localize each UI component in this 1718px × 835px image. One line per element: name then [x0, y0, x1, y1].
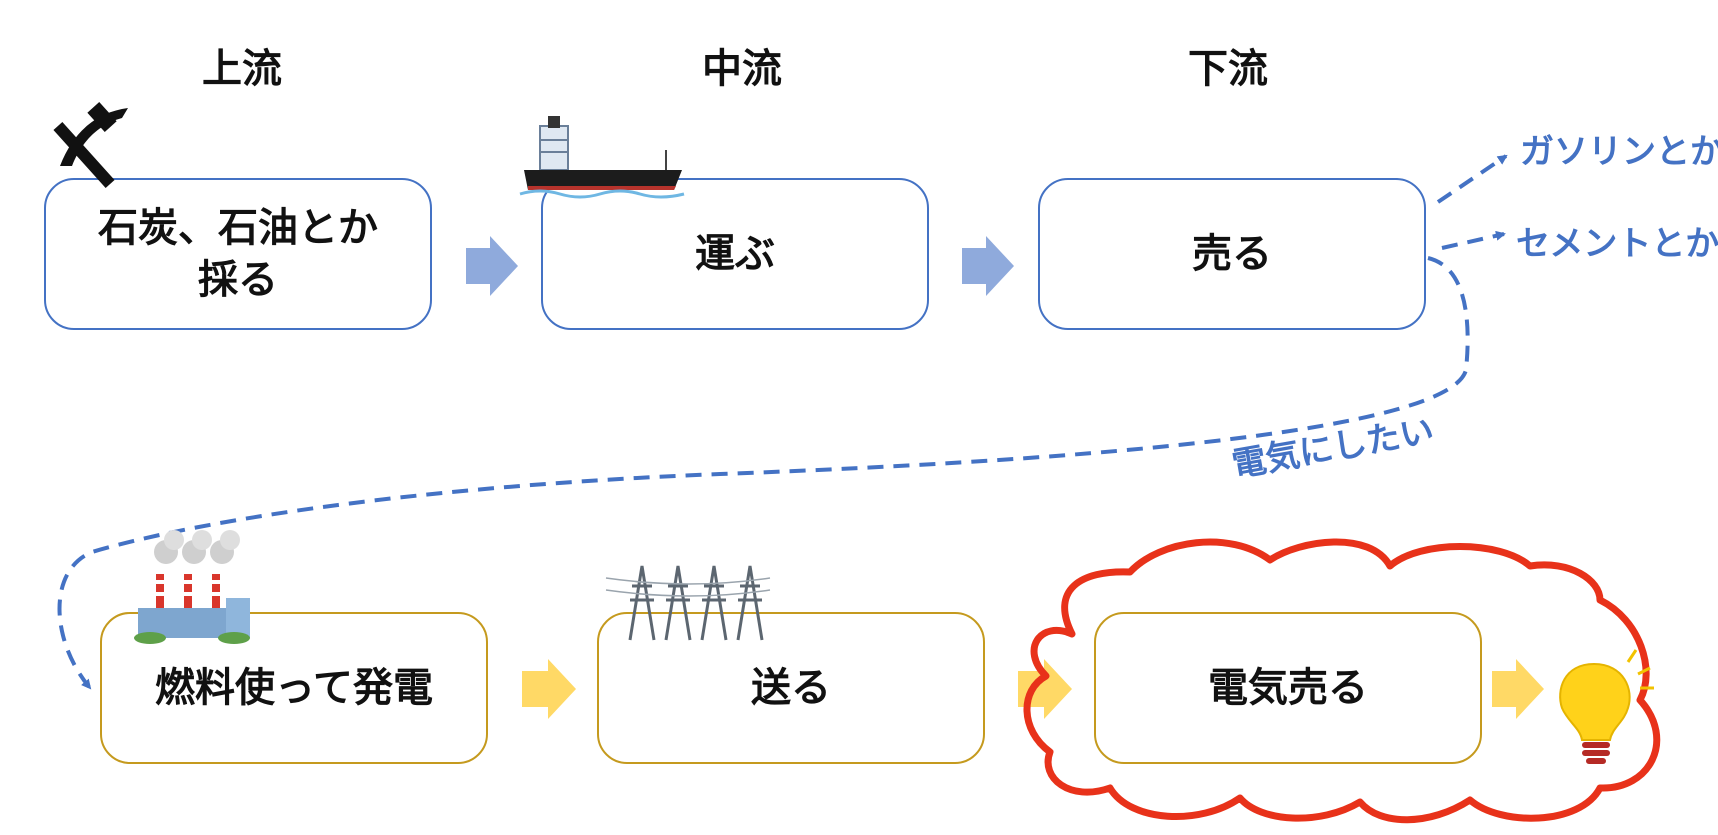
stage-label-downstream: 下流 — [1188, 46, 1268, 92]
mine-text-line1: 石炭、石油とか — [98, 205, 378, 251]
sell-power-box: 電気売る — [1094, 612, 1482, 764]
generate-box: 燃料使って発電 — [100, 612, 488, 764]
send-text: 送る — [751, 665, 831, 711]
sell-text: 売る — [1192, 231, 1272, 277]
tanker-ship-icon — [519, 116, 685, 199]
sell-box: 売る — [1038, 178, 1426, 330]
pickaxe-icon — [53, 101, 128, 188]
flow-arrow-mine-to-transport — [466, 236, 518, 296]
cement-label: セメントとか — [1516, 224, 1718, 264]
transport-box: 運ぶ — [541, 178, 929, 330]
dashed-arrow-electricity — [57, 256, 1470, 690]
gasoline-label: ガソリンとか — [1520, 132, 1718, 172]
flow-arrow-transport-to-sell — [962, 236, 1014, 296]
flow-arrow-sell-power-to-bulb — [1492, 659, 1544, 719]
dashed-arrow-gasoline — [1436, 154, 1508, 204]
transmission-towers-icon — [605, 565, 771, 641]
highlight-cloud — [1023, 538, 1661, 824]
mine-text-line2: 採る — [198, 257, 278, 303]
send-box: 送る — [597, 612, 985, 764]
transport-text: 運ぶ — [695, 231, 775, 277]
generate-text: 燃料使って発電 — [155, 665, 433, 711]
flow-arrow-generate-to-send — [522, 659, 576, 719]
power-plant-icon — [134, 530, 250, 644]
light-bulb-icon — [1559, 649, 1654, 764]
dashed-arrow-cement — [1441, 230, 1506, 250]
sell-power-text: 電気売る — [1208, 665, 1368, 711]
stage-label-upstream: 上流 — [202, 46, 282, 92]
mine-box: 石炭、石油とか 採る — [44, 178, 432, 330]
stage-label-midstream: 中流 — [702, 46, 782, 92]
flow-arrow-send-to-sell-power — [1018, 659, 1072, 719]
